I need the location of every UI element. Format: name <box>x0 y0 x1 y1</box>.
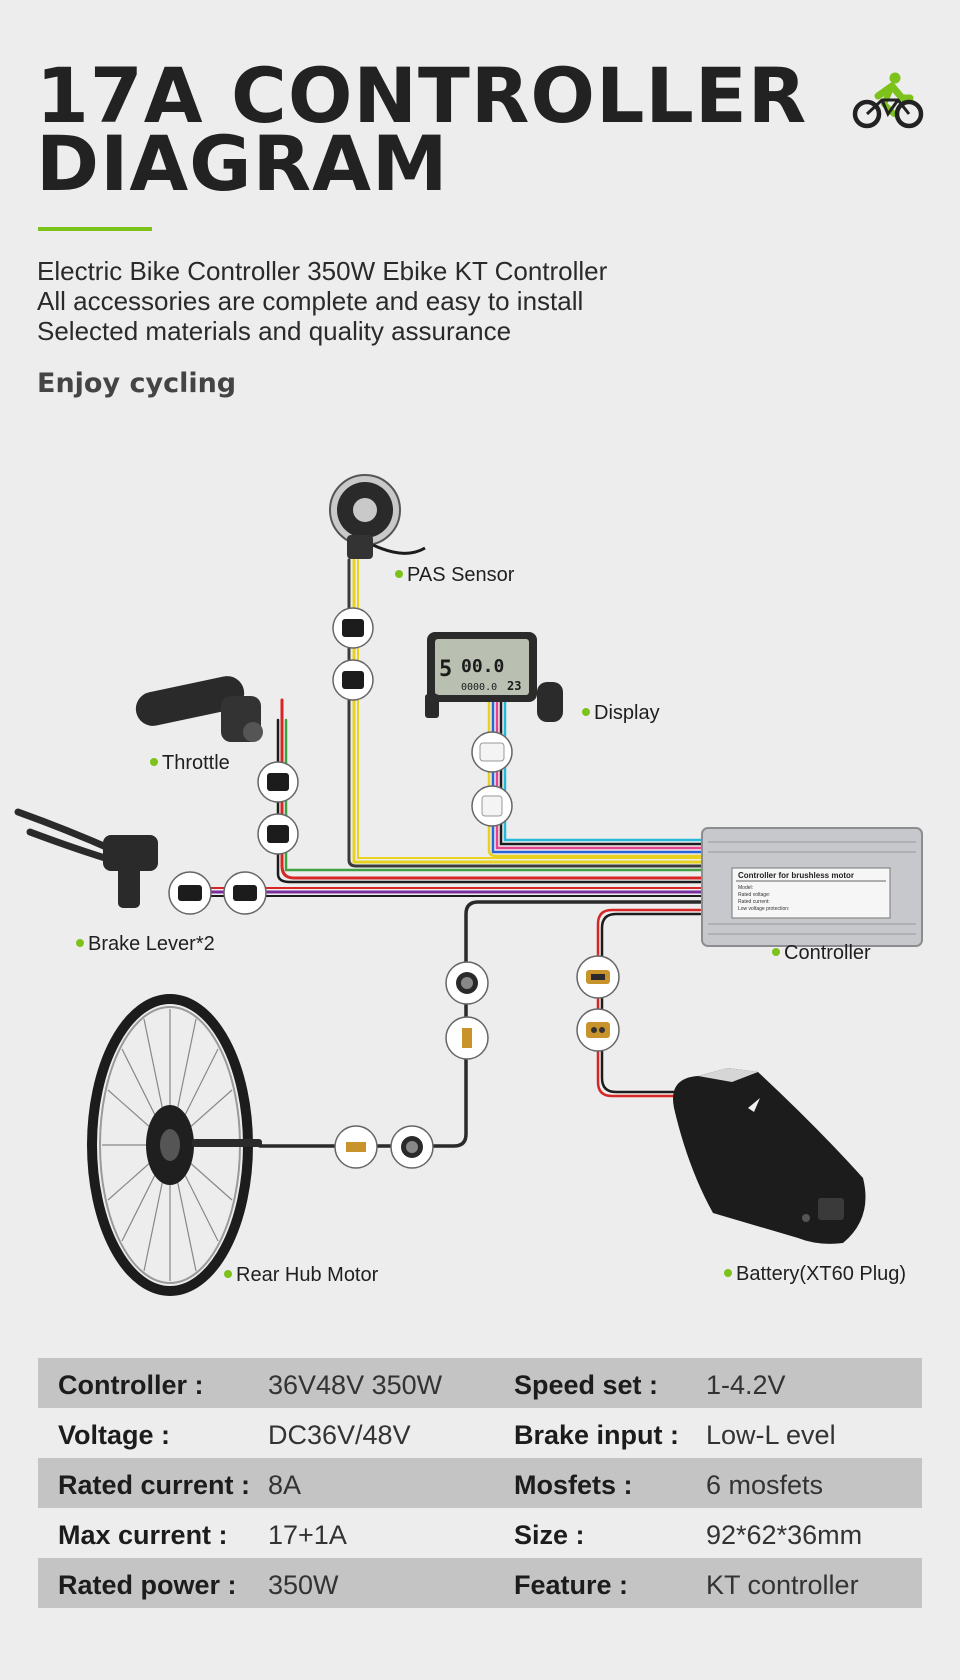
spec-key: Feature : <box>514 1570 629 1600</box>
spec-value: DC36V/48V <box>268 1420 411 1450</box>
label-battery: Battery(XT60 Plug) <box>724 1263 906 1286</box>
throttle-connector-male <box>257 813 299 855</box>
spec-key: Speed set : <box>514 1370 659 1400</box>
spec-key: Rated current : <box>58 1470 251 1500</box>
spec-key: Mosfets : <box>514 1470 633 1500</box>
title-line-2: DIAGRAM <box>36 119 449 208</box>
label-display: Display <box>582 702 660 725</box>
display-level: 5 <box>439 657 452 682</box>
motor-connector-female <box>445 961 489 1005</box>
spec-value: 1-4.2V <box>706 1370 786 1400</box>
controller-plate-line-3: Rated current: <box>738 899 770 905</box>
description: Electric Bike Controller 350W Ebike KT C… <box>37 256 607 346</box>
cyclist-icon <box>852 72 924 129</box>
spec-value: 8A <box>268 1470 302 1500</box>
spec-key: Rated power : <box>58 1570 237 1600</box>
tagline: Enjoy cycling <box>37 368 237 399</box>
throttle-connector-female <box>257 761 299 803</box>
label-brake-lever: Brake Lever*2 <box>76 933 215 956</box>
pas-connector-male <box>332 607 374 649</box>
label-rear-hub-motor: Rear Hub Motor <box>224 1264 378 1287</box>
controller-plate-line-4: Low voltage protection: <box>738 906 789 912</box>
wiring-diagram-drawing: 5 00.0 0000.0 23 <box>14 474 923 1296</box>
spec-value: 36V48V 350W <box>268 1370 443 1400</box>
display-temp: 23 <box>507 679 521 693</box>
spec-value: 92*62*36mm <box>706 1520 863 1550</box>
throttle <box>135 676 263 742</box>
pas-connector-female <box>332 659 374 701</box>
spec-row: Controller : 36V48V 350W Speed set : 1-4… <box>38 1358 922 1408</box>
description-line-2: All accessories are complete and easy to… <box>37 286 584 316</box>
spec-key: Size : <box>514 1520 585 1550</box>
title-accent-line <box>38 227 152 231</box>
spec-value: 6 mosfets <box>706 1470 824 1500</box>
display-connector-female <box>471 731 513 773</box>
spec-table: Controller : 36V48V 350W Speed set : 1-4… <box>38 1358 922 1608</box>
hub-connector-male <box>334 1125 378 1169</box>
spec-row: Max current : 17+1A Size : 92*62*36mm <box>38 1508 922 1558</box>
spec-row: Rated current : 8A Mosfets : 6 mosfets <box>38 1458 922 1508</box>
brake-connector-male <box>168 871 212 915</box>
battery-connector-female <box>576 955 620 999</box>
spec-row: Voltage : DC36V/48V Brake input : Low-L … <box>38 1408 922 1458</box>
spec-row: Rated power : 350W Feature : KT controll… <box>38 1558 922 1608</box>
spec-key: Voltage : <box>58 1420 171 1450</box>
description-line-1: Electric Bike Controller 350W Ebike KT C… <box>37 256 608 286</box>
label-throttle: Throttle <box>150 752 230 775</box>
description-line-3: Selected materials and quality assurance <box>37 316 512 346</box>
display-speed: 00.0 <box>461 656 504 677</box>
label-pas-sensor: PAS Sensor <box>395 564 514 587</box>
brake-connector-female <box>223 871 267 915</box>
pas-sensor <box>329 474 426 559</box>
rear-hub-motor <box>87 994 262 1296</box>
lcd-display: 5 00.0 0000.0 23 <box>425 632 563 722</box>
battery-pack <box>673 1068 866 1244</box>
controller-box: Controller for brushless motor Model: Ra… <box>701 827 923 947</box>
hub-connector-female <box>390 1125 434 1169</box>
spec-key: Brake input : <box>514 1420 680 1450</box>
spec-value: KT controller <box>706 1570 859 1600</box>
brake-lever <box>14 808 158 908</box>
controller-plate-line-2: Rated voltage: <box>738 892 770 898</box>
controller-plate-heading: Controller for brushless motor <box>738 871 854 880</box>
title-line-1: 17A CONTROLLER <box>36 51 808 140</box>
wiring-diagram: 5 00.0 0000.0 23 <box>0 420 960 1320</box>
spec-value: 350W <box>268 1570 339 1600</box>
display-connector-male <box>471 785 513 827</box>
spec-value: Low-L evel <box>706 1420 836 1450</box>
spec-key: Max current : <box>58 1520 228 1550</box>
motor-connector-male <box>445 1016 489 1060</box>
display-odo: 0000.0 <box>461 682 497 693</box>
spec-value: 17+1A <box>268 1520 347 1550</box>
battery-connector-male <box>576 1008 620 1052</box>
controller-plate-line-1: Model: <box>738 885 753 891</box>
page-title: 17A CONTROLLER DIAGRAM <box>36 51 808 208</box>
label-controller: Controller <box>772 942 871 965</box>
spec-key: Controller : <box>58 1370 204 1400</box>
